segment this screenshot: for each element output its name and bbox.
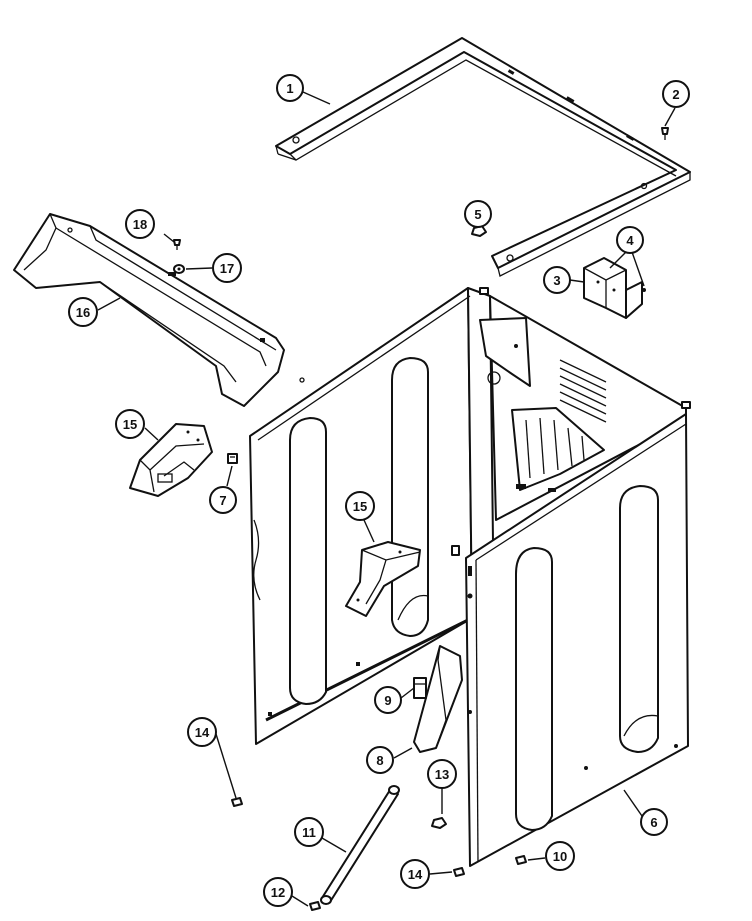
callout-label: 16 (76, 305, 90, 320)
top-frame (275, 37, 691, 277)
callout-2: 2 (662, 80, 690, 108)
bracket-part-8 (413, 645, 463, 753)
hinge-bracket-left (129, 423, 213, 497)
callout-16: 16 (68, 297, 98, 327)
callout-label: 4 (626, 233, 634, 248)
callout-label: 18 (133, 217, 147, 232)
callout-label: 11 (302, 825, 316, 840)
hinge-bracket-center (345, 541, 460, 617)
callout-label: 6 (650, 815, 657, 830)
screw-part-10 (515, 855, 527, 865)
callout-label: 2 (672, 87, 679, 102)
callout-1: 1 (276, 74, 304, 102)
callout-8: 8 (366, 746, 394, 774)
callout-label: 7 (219, 493, 226, 508)
nut-part-13 (431, 817, 447, 829)
callout-label: 8 (376, 753, 383, 768)
cabinet-interior (479, 287, 691, 521)
callout-label: 17 (220, 261, 234, 276)
leg-part-11 (320, 785, 400, 905)
screw-part-14-right (453, 867, 465, 877)
leader-lines (97, 91, 676, 907)
callout-label: 12 (271, 885, 285, 900)
callout-17: 17 (212, 253, 242, 283)
callout-5: 5 (464, 200, 492, 228)
block-part-9 (413, 677, 427, 699)
callout-10: 10 (545, 841, 575, 871)
callout-label: 13 (435, 767, 449, 782)
callout-9: 9 (374, 686, 402, 714)
callout-label: 14 (195, 725, 210, 740)
screw-part-12 (309, 901, 321, 911)
callout-18: 18 (125, 209, 155, 239)
callout-15-left: 15 (115, 409, 145, 439)
callout-label: 15 (353, 499, 367, 514)
callout-14-left: 14 (187, 717, 217, 747)
washer-part-17 (173, 264, 185, 274)
clip-part-7 (227, 453, 238, 464)
screw-part-18 (173, 239, 181, 250)
callout-label: 14 (408, 867, 423, 882)
cabinet-right-panel (465, 413, 689, 867)
callout-label: 10 (553, 849, 567, 864)
callout-14-right: 14 (400, 859, 430, 889)
callout-6: 6 (640, 808, 668, 836)
callout-label: 15 (123, 417, 137, 432)
callout-13: 13 (427, 759, 457, 789)
screw-part-2 (661, 127, 669, 140)
callout-15-center: 15 (345, 491, 375, 521)
callout-label: 3 (553, 273, 560, 288)
callout-12: 12 (263, 877, 293, 907)
callout-7: 7 (209, 486, 237, 514)
screw-part-14-left (231, 797, 243, 807)
callout-3: 3 (543, 266, 571, 294)
callout-label: 1 (286, 81, 293, 96)
callout-label: 5 (474, 207, 481, 222)
callout-11: 11 (294, 817, 324, 847)
control-panel-support (13, 213, 285, 407)
bracket-part-3 (583, 257, 646, 319)
callout-label: 9 (384, 693, 391, 708)
callout-4: 4 (616, 226, 644, 254)
